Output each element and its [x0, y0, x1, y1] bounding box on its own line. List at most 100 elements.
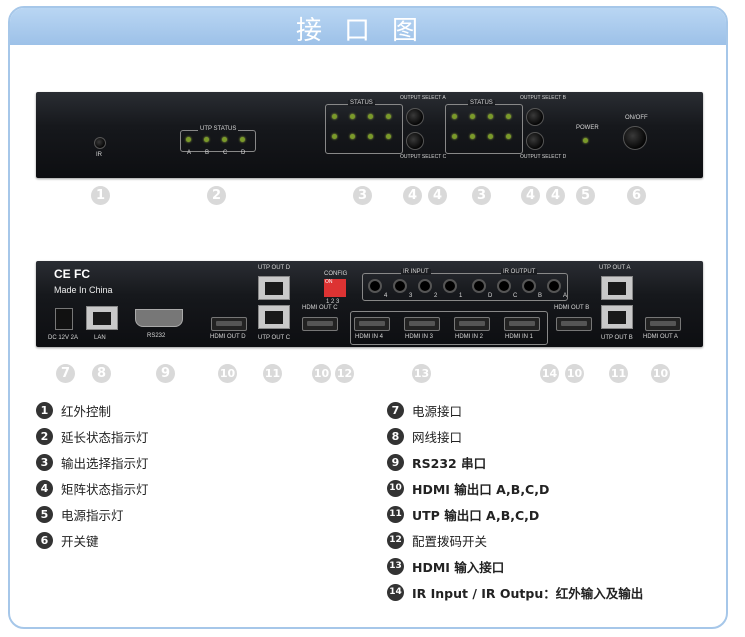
utp-led-c [222, 137, 227, 142]
hdmi-in-1-port[interactable] [504, 317, 540, 331]
ir-box [362, 273, 568, 301]
config-label: CONFIG [324, 271, 348, 277]
callout-front: 6 [627, 186, 646, 205]
legend-text: 电源接口 [412, 404, 463, 419]
dc-label: DC 12V 2A [48, 335, 79, 341]
legend-text: 延长状态指示灯 [61, 430, 149, 445]
ir-jack-c[interactable] [497, 279, 511, 293]
callout-back: 10 [312, 364, 331, 383]
status-led [332, 114, 337, 119]
utp-out-a-port[interactable] [601, 276, 633, 300]
ir-label: IR [96, 152, 102, 158]
utp-out-a-label: UTP OUT A [599, 265, 631, 271]
legend-number: 7 [387, 402, 404, 419]
made-in-label: Made In China [54, 285, 113, 295]
callout-back: 14 [540, 364, 559, 383]
ir-jack-4[interactable] [368, 279, 382, 293]
callout-back: 7 [56, 364, 75, 383]
utp-letter-d: D [241, 150, 246, 156]
callout-back: 10 [565, 364, 584, 383]
legend-text: 矩阵状态指示灯 [61, 482, 149, 497]
output-select-b-label: OUTPUT SELECT B [520, 95, 566, 101]
legend-number: 9 [387, 454, 404, 471]
output-select-d-label: OUTPUT SELECT D [520, 154, 567, 160]
ir-jack-a[interactable] [547, 279, 561, 293]
rs232-port[interactable] [135, 309, 183, 327]
back-panel: CE FC Made In China DC 12V 2A LAN RS232 … [36, 261, 703, 347]
dc-power-jack[interactable] [55, 308, 73, 330]
lan-label: LAN [94, 335, 106, 341]
hdmi-out-b-port[interactable] [556, 317, 592, 331]
ir-output-label: IR OUTPUT [501, 269, 538, 275]
page-title: 接口图 [295, 16, 440, 46]
callout-back: 8 [92, 364, 111, 383]
legend-number: 14 [387, 584, 404, 601]
callout-front: 2 [207, 186, 226, 205]
rs232-label: RS232 [147, 333, 166, 339]
hdmi-out-a-port[interactable] [645, 317, 681, 331]
status-led [506, 134, 511, 139]
status-led [386, 134, 391, 139]
ir-jack-b[interactable] [522, 279, 536, 293]
hdmi-in-2-port[interactable] [454, 317, 490, 331]
power-label: POWER [576, 125, 599, 131]
legend-text: 电源指示灯 [61, 508, 124, 523]
ir-jack-d[interactable] [472, 279, 486, 293]
legend-number: 6 [36, 532, 53, 549]
power-switch[interactable] [623, 126, 647, 150]
callout-front: 4 [521, 186, 540, 205]
utp-out-d-port[interactable] [258, 276, 290, 300]
output-select-d-button[interactable] [526, 132, 544, 150]
output-select-a-button[interactable] [406, 108, 424, 126]
status-led [368, 134, 373, 139]
utp-out-b-label: UTP OUT B [601, 335, 633, 341]
callout-front: 4 [546, 186, 565, 205]
ir-jack-label: 4 [384, 293, 388, 299]
hdmi-out-d-port[interactable] [211, 317, 247, 331]
utp-letter-b: B [205, 150, 210, 156]
legend-number: 4 [36, 480, 53, 497]
utp-status-label: UTP STATUS [198, 126, 239, 132]
ir-jack-2[interactable] [418, 279, 432, 293]
callout-front: 1 [91, 186, 110, 205]
status-led [488, 134, 493, 139]
ir-jack-3[interactable] [393, 279, 407, 293]
callout-back: 10 [651, 364, 670, 383]
hdmi-in-2-label: HDMI IN 2 [455, 334, 484, 340]
ir-jack-label: C [513, 293, 518, 299]
ir-jack-1[interactable] [443, 279, 457, 293]
legend-text: 开关键 [61, 534, 99, 549]
legend-text: IR Input / IR Outpu：红外输入及输出 [412, 586, 644, 601]
config-dip-switch[interactable] [324, 279, 346, 297]
output-select-a-label: OUTPUT SELECT A [400, 95, 446, 101]
callout-back: 12 [335, 364, 354, 383]
output-select-b-button[interactable] [526, 108, 544, 126]
status-led [368, 114, 373, 119]
utp-out-c-port[interactable] [258, 305, 290, 329]
utp-out-b-port[interactable] [601, 305, 633, 329]
hdmi-in-1-label: HDMI IN 1 [505, 334, 534, 340]
utp-letter-a: A [187, 150, 192, 156]
hdmi-in-3-port[interactable] [404, 317, 440, 331]
legend-text: 输出选择指示灯 [61, 456, 149, 471]
utp-led-a [186, 137, 191, 142]
status-led [506, 114, 511, 119]
callout-back: 10 [218, 364, 237, 383]
hdmi-in-4-port[interactable] [354, 317, 390, 331]
lan-port[interactable] [86, 306, 118, 330]
hdmi-out-c-port[interactable] [302, 317, 338, 331]
hdmi-in-3-label: HDMI IN 3 [405, 334, 434, 340]
ir-jack-label: 1 [459, 293, 463, 299]
output-select-c-button[interactable] [406, 132, 424, 150]
callout-front: 3 [472, 186, 491, 205]
utp-led-b [204, 137, 209, 142]
hdmi-in-4-label: HDMI IN 4 [355, 334, 384, 340]
config-on-label: ON [325, 279, 333, 285]
